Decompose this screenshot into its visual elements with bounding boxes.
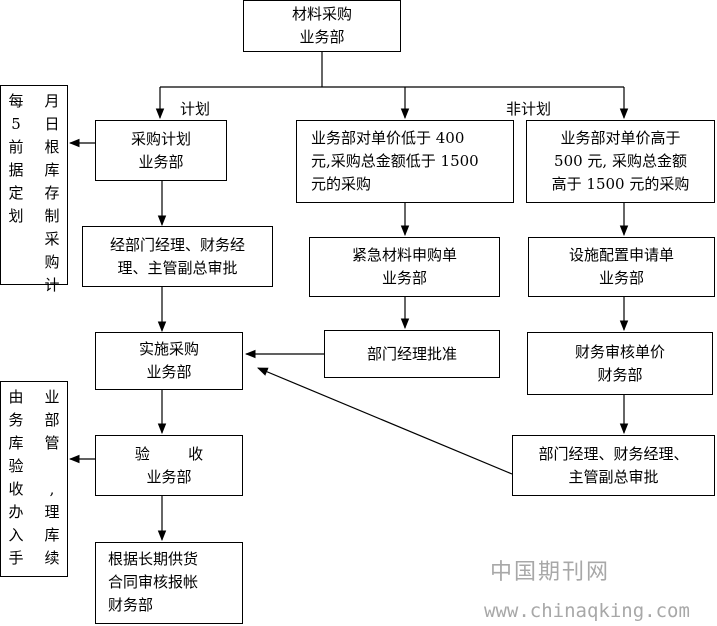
node-text: 验 收 [134,444,204,463]
node-contract-review: 根据长期供货 合同审核报帐 财务部 [95,542,243,624]
node-text: 500 元, 采购总金额 [554,152,687,170]
node-manager-approval: 经部门经理、财务经 理、主管副总审批 [82,226,273,287]
note-char: 制 [44,207,60,225]
note-char: 前 [8,138,24,156]
note-char: 理 [44,503,60,521]
node-high-price: 业务部对单价高于 500 元, 采购总金额 高于 1500 元的采购 [526,120,715,203]
node-text: 财务部 [108,596,154,614]
note-char: 5 [11,115,21,133]
node-final-approval: 部门经理、财务经理、 主管副总审批 [512,435,715,496]
note-char: 管 [44,434,60,452]
note-column-right: 月 日 根 库 存 制 采 购 计 [43,90,61,294]
node-facility-request: 设施配置申请单 业务部 [528,237,715,297]
node-text: 业务部 [381,269,427,287]
node-text: 财务审核单价 [574,342,665,361]
note-char: 采 [44,230,60,248]
node-text: 元,采购总金额低于 1500 [311,152,479,170]
arrow-final-to-implement [257,367,513,475]
node-text: 业务部 [146,467,192,486]
node-urgent-requisition: 紧急材料申购单 业务部 [309,237,500,297]
note-char: 库 [8,434,24,452]
node-implement-purchase: 实施采购 业务部 [95,332,243,390]
note-char: 存 [44,184,60,202]
note-column-left: 每 5 前 据 定 划 [7,90,25,280]
node-text: 业务部 [598,269,644,287]
node-text: 部门经理批准 [366,344,457,363]
node-text: 业务部 [299,28,345,46]
note-char: 务 [8,411,24,429]
note-char: 据 [8,161,24,179]
note-warehouse-receipt: 由 务 库 验 收 办 入 手 业 部 管 , 理 库 续 [0,381,68,577]
note-column-right: 业 部 管 , 理 库 续 [43,386,61,572]
node-dept-manager-approve: 部门经理批准 [324,330,500,378]
note-char: 定 [8,184,24,202]
note-char: 月 [44,92,60,110]
note-char: 业 [44,388,60,406]
note-char: 办 [8,503,24,521]
note-char: 根 [44,138,60,156]
note-char: 由 [8,388,24,406]
note-char: 库 [44,526,60,544]
note-char: 购 [44,253,60,271]
node-text: 业务部对单价高于 [560,129,681,147]
watermark-cn: 中国期刊网 [490,560,611,585]
note-char: 收 [8,480,24,498]
note-char: 每 [8,92,24,110]
node-text: 经部门经理、财务经 [109,235,245,254]
note-char: 入 [8,526,24,544]
note-char: 部 [44,411,60,429]
node-text: 紧急材料申购单 [351,246,457,264]
node-material-purchase: 材料采购 业务部 [243,0,401,52]
node-text: 部门经理、财务经理、 [538,444,689,463]
node-text: 设施配置申请单 [568,246,674,264]
node-text: 主管副总审批 [568,467,659,486]
note-char: 日 [44,115,60,133]
edge-label-unplanned: 非计划 [506,100,552,118]
node-text: 材料采购 [291,5,352,23]
node-text: 理、主管副总审批 [117,258,238,277]
node-low-price: 业务部对单价低于 400 元,采购总金额低于 1500 元的采购 [296,120,514,203]
node-text: 高于 1500 元的采购 [551,175,690,193]
node-text: 业务部 [138,152,184,171]
watermark-url: www.chinaqking.com [484,600,690,622]
node-acceptance: 验 收 业务部 [95,435,243,496]
node-purchase-plan: 采购计划 业务部 [95,120,227,181]
node-text: 采购计划 [130,129,191,148]
note-monthly-plan: 每 5 前 据 定 划 月 日 根 库 存 制 采 购 计 [0,85,68,294]
note-char: 划 [8,207,24,225]
node-text: 实施采购 [138,340,199,358]
note-column-left: 由 务 库 验 收 办 入 手 [7,386,25,572]
node-text: 根据长期供货 [108,550,199,568]
note-char: 库 [44,161,60,179]
node-text: 业务部对单价低于 400 [311,129,465,147]
edge-label-planned: 计划 [180,100,211,118]
node-text: 合同审核报帐 [108,573,199,591]
node-text: 元的采购 [311,175,372,193]
node-text: 业务部 [146,363,192,381]
node-text: 财务部 [597,365,643,384]
note-char: 续 [44,549,60,567]
node-finance-review: 财务审核单价 财务部 [527,332,713,395]
note-char: 验 [8,457,24,475]
note-char: , [49,480,55,498]
note-char: 计 [44,276,60,294]
note-char: 手 [8,549,24,567]
